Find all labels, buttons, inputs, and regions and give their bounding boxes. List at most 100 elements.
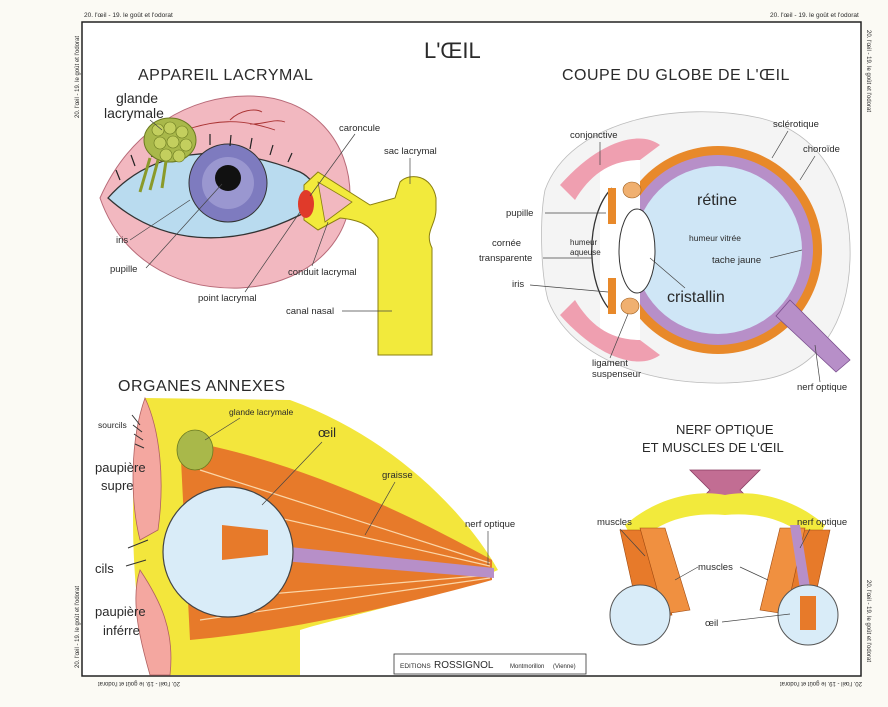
label-humeur-vitree: humeur vitrée <box>689 233 741 243</box>
label-pupille: pupille <box>110 264 137 275</box>
label-nerf-optique: nerf optique <box>797 517 847 528</box>
label-retine: rétine <box>697 192 737 209</box>
header-right-text: 20. l'œil - 19. le goût et l'odorat <box>770 12 859 19</box>
label-cornee-2: transparente <box>479 253 532 264</box>
ciliary-top <box>622 181 642 199</box>
retina-inner <box>634 166 802 334</box>
label-humeur-aq-2: aqueuse <box>570 248 601 257</box>
annex-gland <box>176 429 214 471</box>
label-glande-2: lacrymale <box>104 105 164 121</box>
label-cils: cils <box>95 561 114 576</box>
footer-left-text: 20. l'œil - 19. le goût et l'odorat <box>98 680 180 686</box>
label-paup-sup-2: supre <box>101 478 134 493</box>
conjunctiva-top <box>560 138 660 200</box>
right-optic-nerve <box>790 525 812 602</box>
publisher-name: ROSSIGNOL <box>434 660 494 671</box>
label-conjonctive: conjonctive <box>570 130 618 141</box>
label-glande-annex: glande lacrymale <box>229 407 294 417</box>
leader-muscles-center <box>674 566 769 581</box>
right-eye-muscle <box>800 596 816 630</box>
crystalline-lens <box>618 208 656 294</box>
publisher-prefix: EDITIONS <box>400 663 431 670</box>
lacrimal-sac-canal <box>303 171 437 356</box>
label-humeur-aq-1: humeur <box>570 238 597 247</box>
label-muscles-left: muscles <box>597 517 632 528</box>
coupe-title: COUPE DU GLOBE DE L'ŒIL <box>562 67 790 84</box>
annexes-title: ORGANES ANNEXES <box>118 378 286 395</box>
leader-choroide <box>799 155 816 181</box>
iris-top <box>608 188 616 224</box>
leader-glande-annex <box>204 417 241 441</box>
label-sourcils: sourcils <box>98 420 127 430</box>
lacrimal-gland <box>138 117 197 193</box>
caroncule-shape <box>298 190 314 218</box>
leader-point <box>244 211 301 293</box>
label-tache: tache jaune <box>712 255 761 266</box>
label-muscles-center: muscles <box>698 562 733 573</box>
leader-nerf-optique <box>799 528 811 549</box>
leader-conduit <box>311 221 329 267</box>
leader-oeil-annex <box>261 441 323 506</box>
label-graisse: graisse <box>382 470 413 481</box>
lacrimal-duct-inner <box>317 181 353 223</box>
iris-bottom <box>608 278 616 314</box>
label-point: point lacrymal <box>198 293 257 304</box>
poster-title: L'ŒIL <box>424 38 481 63</box>
label-conduit: conduit lacrymal <box>288 267 357 278</box>
leader-cristallin <box>649 257 686 289</box>
annex-optic-nerve <box>270 545 494 578</box>
optic-nerve-shape <box>775 299 851 373</box>
label-nerf-annex: nerf optique <box>465 519 515 530</box>
left-eyeball <box>609 584 671 646</box>
header-left-text: 20. l'œil - 19. le goût et l'odorat <box>84 12 173 19</box>
label-canal: canal nasal <box>286 306 334 317</box>
label-paup-sup-1: paupière <box>95 460 146 475</box>
side-right-top-text: 20. l'œil - 19. le goût et l'odorat <box>865 30 871 112</box>
side-right-bottom-text: 20. l'œil - 19. le goût et l'odorat <box>865 580 871 662</box>
side-left-bottom-text: 20. l'œil - 19. le goût et l'odorat <box>75 586 81 668</box>
label-cornee-1: cornée <box>492 238 521 249</box>
label-pupille-coupe: pupille <box>506 208 533 219</box>
coupe-section: COUPE DU GLOBE DE L'ŒIL conjonctive sclé… <box>479 67 851 393</box>
leader-graisse <box>364 481 396 536</box>
label-paup-inf-2: inférre <box>103 623 140 638</box>
label-choroide: choroïde <box>803 144 840 155</box>
muscle-stripes <box>199 469 491 621</box>
nerf-title-2: ET MUSCLES DE L'ŒIL <box>642 440 784 455</box>
annexes-section: ORGANES ANNEXES sourcils glande lacrymal… <box>95 378 515 676</box>
leader-tache <box>769 249 803 259</box>
leader-caroncule <box>309 133 356 197</box>
label-sclerotique: sclérotique <box>773 119 819 130</box>
leader-glande <box>149 119 163 131</box>
lower-eyelid <box>135 569 172 676</box>
leader-muscles-left <box>619 528 646 557</box>
label-ligament-1: ligament <box>592 358 628 369</box>
label-nerf-coupe: nerf optique <box>797 382 847 393</box>
label-glande-1: glande <box>116 90 158 106</box>
label-oeil-nerf: œil <box>705 618 718 629</box>
lacrymal-title: APPAREIL LACRYMAL <box>138 67 313 84</box>
label-iris: iris <box>116 235 128 246</box>
publisher-region: (Vienne) <box>553 664 576 670</box>
cils-hairs <box>125 539 149 567</box>
side-left-top-text: 20. l'œil - 19. le goût et l'odorat <box>75 36 81 118</box>
leader-iris <box>129 199 191 241</box>
left-muscle-2 <box>639 527 691 615</box>
eye-muscle-patch <box>222 525 268 560</box>
eyebrow-hairs <box>131 414 145 449</box>
leader-nerf-coupe <box>814 344 821 383</box>
upper-eyelid <box>132 396 162 541</box>
label-paup-inf-1: paupière <box>95 604 146 619</box>
footer-right-text: 20. l'œil - 19. le goût et l'odorat <box>780 680 862 686</box>
lacrymal-section: APPAREIL LACRYMAL g <box>99 67 437 356</box>
leader-sclerotique <box>771 130 789 159</box>
nerve-bridge <box>625 493 825 545</box>
conjunctiva-bottom <box>560 300 660 362</box>
cornea-shape <box>591 187 613 313</box>
label-oeil-annex: œil <box>318 425 336 440</box>
publisher-box: EDITIONS ROSSIGNOL Montmorillon (Vienne) <box>393 653 587 675</box>
leader-oeil-nerf <box>721 613 791 623</box>
label-ligament-2: suspenseur <box>592 369 641 380</box>
